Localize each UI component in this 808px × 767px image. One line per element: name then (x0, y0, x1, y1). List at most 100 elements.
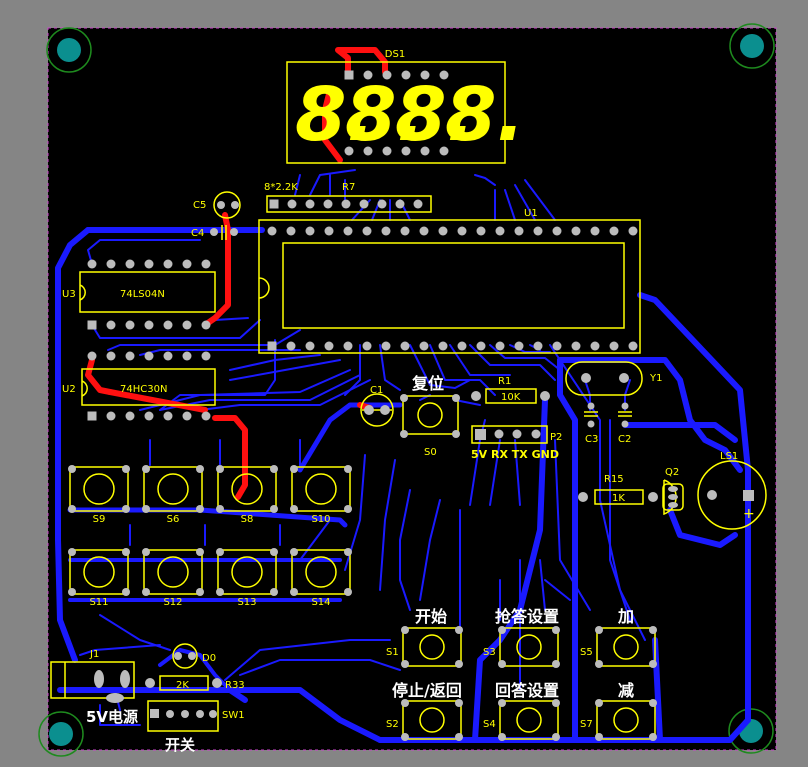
pad (324, 226, 334, 236)
pad (270, 588, 278, 596)
key-outline (69, 549, 129, 595)
pad (267, 341, 277, 351)
r7-label: R7 (342, 182, 355, 193)
pad (269, 199, 279, 209)
pad (438, 341, 448, 351)
r7-pads (269, 199, 423, 209)
pad (106, 259, 116, 269)
pad (498, 660, 506, 668)
d0-label: D0 (202, 653, 216, 664)
pad (395, 199, 405, 209)
function-key (498, 699, 560, 741)
pad (87, 259, 97, 269)
key-button-circle (83, 473, 115, 505)
key-outline (402, 700, 462, 740)
resistor-r33: 2K R33 (145, 675, 245, 691)
pad (182, 259, 192, 269)
pad (401, 626, 409, 634)
pad (122, 588, 130, 596)
pad (514, 341, 524, 351)
pad (455, 699, 463, 707)
key-button-circle (516, 634, 542, 660)
function-key-label: S1 (386, 647, 399, 658)
pad (270, 505, 278, 513)
matrix-key: S6 (142, 465, 204, 525)
header-p2: P2 5V RX TX GND (471, 425, 562, 461)
pad (216, 588, 224, 596)
pad (419, 226, 429, 236)
pad (68, 588, 76, 596)
chip-u1: U1 (258, 208, 641, 354)
p2-pin-labels: 5V RX TX GND (471, 448, 559, 461)
pad (457, 226, 467, 236)
key-outline (143, 466, 203, 512)
pad (68, 505, 76, 513)
key-label: S8 (241, 514, 254, 525)
pad (106, 411, 116, 421)
crystal-y1: Y1 (565, 361, 662, 396)
pad (182, 320, 192, 330)
capacitor-c4: C4 (191, 225, 238, 240)
pad (363, 146, 373, 156)
pad (290, 465, 298, 473)
seven-segment-digits: 8. 8. 8. 8. (295, 72, 525, 158)
function-key-label: S3 (483, 647, 496, 658)
pad (196, 588, 204, 596)
r1-value: 10K (501, 392, 521, 403)
function-key-label: S5 (580, 647, 593, 658)
pad (552, 341, 562, 351)
key-button-circle (83, 556, 115, 588)
function-key (498, 626, 560, 668)
r33-label: R33 (225, 680, 245, 691)
pad (359, 199, 369, 209)
pad (343, 226, 353, 236)
pad (142, 548, 150, 556)
function-key-label: S2 (386, 719, 399, 730)
c1-label: C1 (370, 385, 383, 396)
pad (595, 699, 603, 707)
pad (216, 548, 224, 556)
pad (144, 320, 154, 330)
buzzer-ls1: LS1 + (697, 451, 767, 530)
pad (142, 465, 150, 473)
matrix-key: S12 (142, 548, 204, 608)
resistor-r15: R15 1K (578, 474, 658, 505)
pad (201, 259, 211, 269)
pad (595, 626, 603, 634)
pad (122, 505, 130, 513)
pad (413, 199, 423, 209)
pad (514, 226, 524, 236)
pad (343, 341, 353, 351)
pad (533, 226, 543, 236)
c4-label: C4 (191, 228, 204, 239)
pad (363, 70, 373, 80)
chip-u2: U2 74HC30N (62, 351, 216, 421)
pad (476, 341, 486, 351)
capacitor-c2: C2 (618, 402, 632, 445)
pad (476, 226, 486, 236)
minus-label: 减 (618, 681, 634, 700)
pad (552, 733, 560, 741)
pad (455, 660, 463, 668)
pad (344, 588, 352, 596)
pad (196, 548, 204, 556)
pad (498, 626, 506, 634)
capacitor-c3: C3 (584, 402, 598, 445)
pad (270, 548, 278, 556)
pad (125, 411, 135, 421)
pad (590, 341, 600, 351)
pad (628, 226, 638, 236)
pad (87, 320, 97, 330)
r15-value: 1K (612, 493, 625, 504)
pad (457, 341, 467, 351)
digit-3: 8. (395, 72, 475, 158)
key-button-circle (613, 707, 639, 733)
led-d0: D0 (172, 643, 216, 669)
key-outline (69, 466, 129, 512)
pad (201, 351, 211, 361)
pad (341, 199, 351, 209)
ds1-label: DS1 (385, 49, 405, 60)
